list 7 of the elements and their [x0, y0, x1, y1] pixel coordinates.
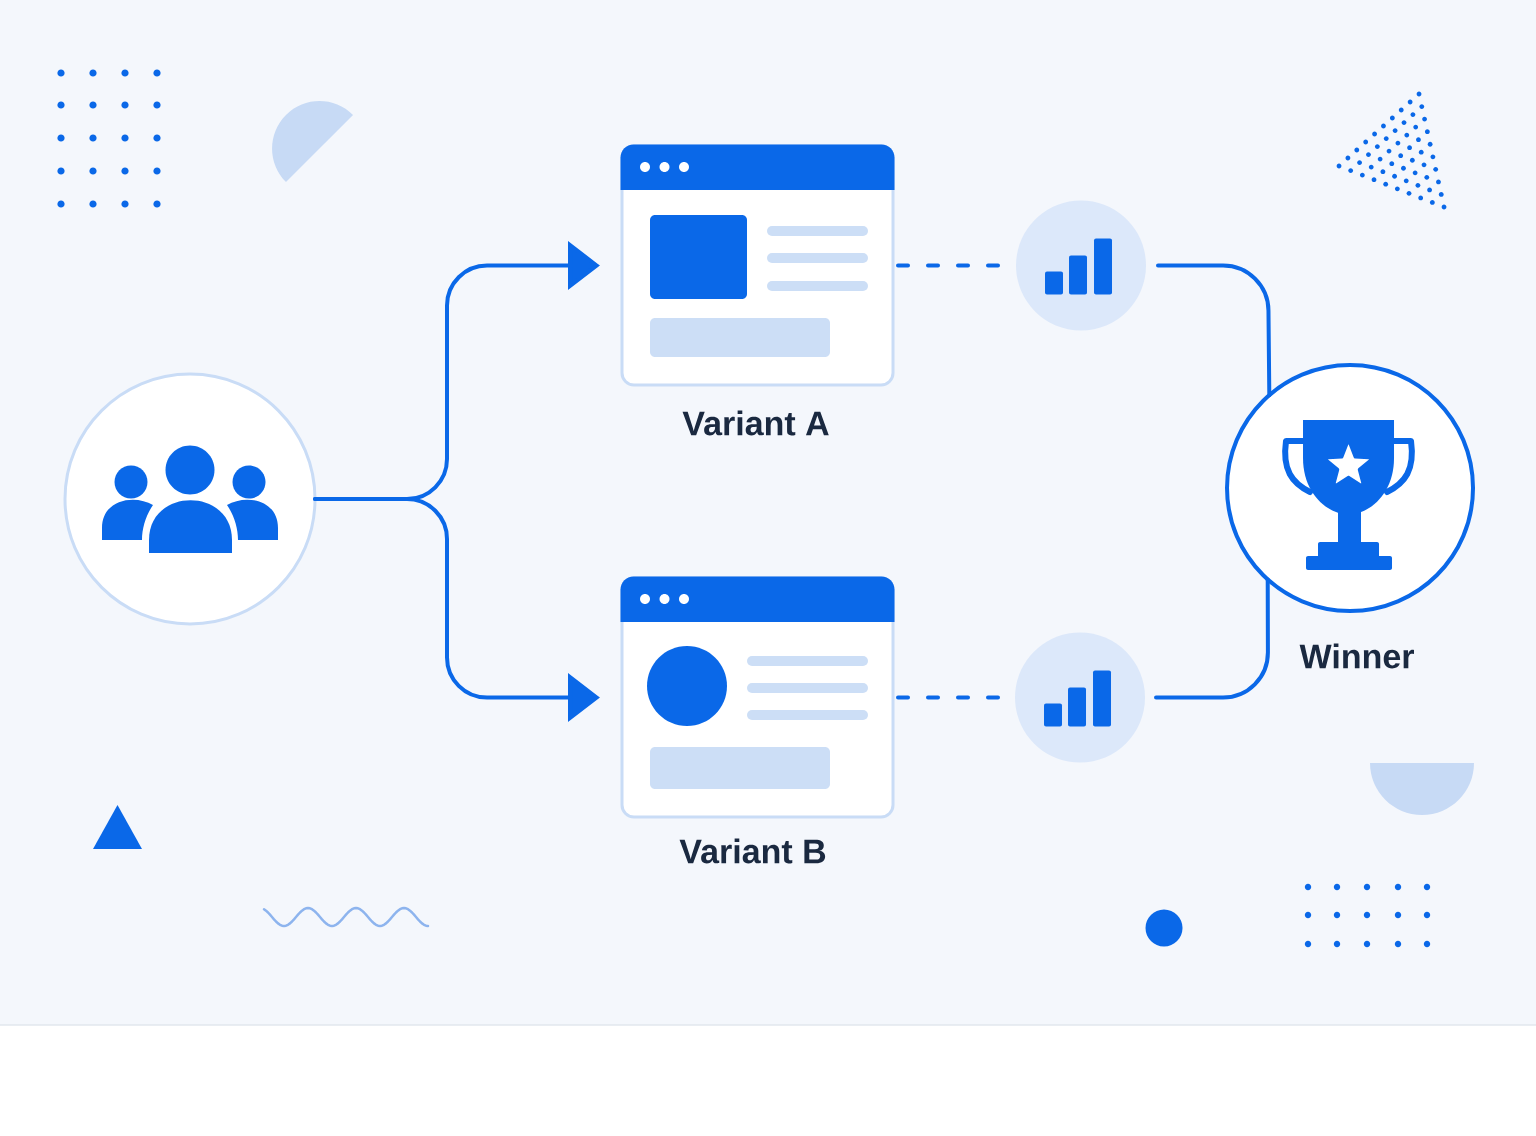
node-label: Variant B — [679, 838, 826, 864]
node-label: Winner — [1299, 643, 1414, 669]
connector-line — [1154, 577, 1270, 700]
connector-line — [1156, 263, 1272, 398]
node-label: Variant A — [682, 410, 829, 436]
dashed-line — [896, 263, 1002, 268]
dashed-line — [896, 695, 1001, 700]
